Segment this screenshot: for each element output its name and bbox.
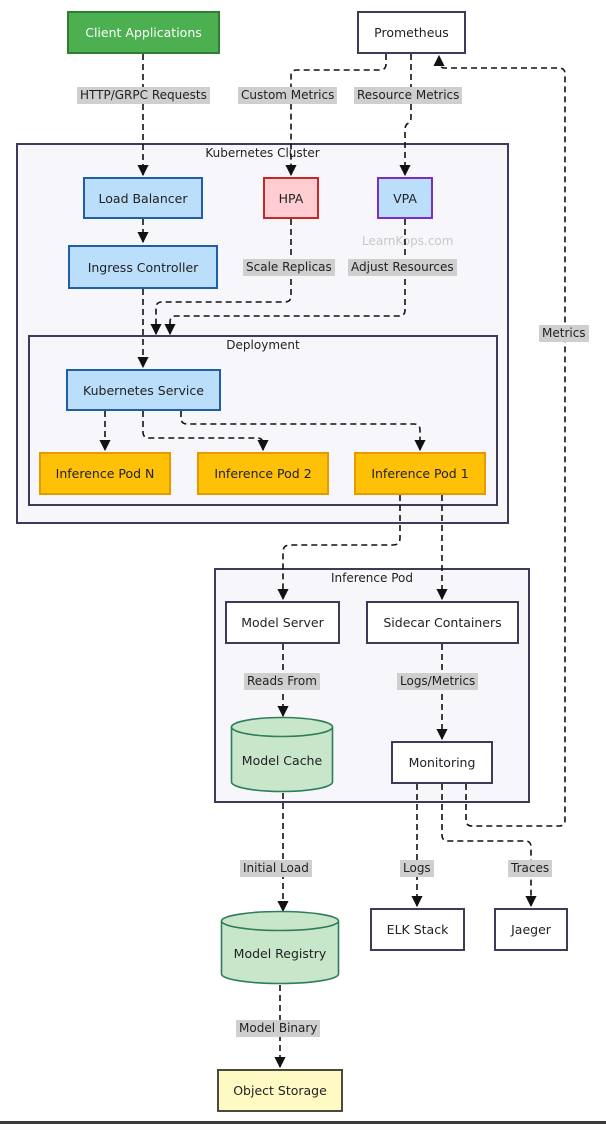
edge-label-logs-metrics: Logs/Metrics [397,673,479,690]
edge-service-to-pod-1 [180,411,426,452]
inference-pod-cluster-title: Inference Pod [331,571,413,585]
load-balancer-node[interactable]: Load Balancer [83,177,203,219]
edge-prometheus-to-vpa [399,54,412,177]
inference-pod-2-node[interactable]: Inference Pod 2 [197,452,329,495]
model-registry-cylinder-icon [220,910,340,985]
edge-label-logs: Logs [400,860,434,877]
ingress-controller-label: Ingress Controller [87,259,199,275]
edge-pod1-to-model-server [277,495,401,601]
edge-monitoring-to-jaeger [441,784,537,908]
prometheus-label: Prometheus [374,25,449,40]
model-registry-label: Model Registry [233,946,327,961]
load-balancer-label: Load Balancer [98,190,188,206]
inference-pod-n-node[interactable]: Inference Pod N [39,452,171,495]
object-storage-label: Object Storage [233,1083,327,1098]
kubernetes-service-node[interactable]: Kubernetes Service [66,369,221,411]
vpa-node[interactable]: VPA [377,177,433,219]
vpa-label: VPA [393,190,417,206]
object-storage-node[interactable]: Object Storage [217,1069,343,1112]
monitoring-node[interactable]: Monitoring [391,741,493,784]
edge-label-http-grpc: HTTP/GRPC Requests [77,87,210,104]
edge-label-scale-replicas: Scale Replicas [243,259,335,276]
edge-label-resource-metrics: Resource Metrics [354,87,463,104]
edge-label-initial-load: Initial Load [240,860,312,877]
kubernetes-service-label: Kubernetes Service [83,382,204,398]
edge-monitoring-to-prometheus [433,54,566,827]
inference-pod-2-label: Inference Pod 2 [214,466,312,481]
model-cache-node[interactable]: Model Cache [230,716,334,794]
inference-pod-n-label: Inference Pod N [55,466,155,481]
sidecar-containers-label: Sidecar Containers [383,615,502,630]
edge-label-metrics: Metrics [539,325,589,342]
jaeger-node[interactable]: Jaeger [494,908,568,951]
model-registry-node[interactable]: Model Registry [220,910,340,986]
edge-label-adjust-resources: Adjust Resources [348,259,457,276]
edge-label-traces: Traces [508,860,553,877]
elk-stack-label: ELK Stack [386,922,449,937]
watermark: LearnKops.com [362,234,454,248]
client-applications-node[interactable]: Client Applications [67,11,220,54]
sidecar-containers-node[interactable]: Sidecar Containers [366,601,519,644]
inference-pod-1-node[interactable]: Inference Pod 1 [354,452,486,495]
hpa-node[interactable]: HPA [263,177,319,219]
prometheus-node[interactable]: Prometheus [357,11,466,54]
edge-label-reads-from: Reads From [244,673,320,690]
edge-service-to-pod-2 [142,411,269,452]
deployment-cluster-title: Deployment [226,338,300,352]
model-cache-cylinder-icon [230,716,334,793]
edge-label-custom-metrics: Custom Metrics [238,87,338,104]
edge-vpa-to-deployment [164,219,406,336]
model-server-node[interactable]: Model Server [225,601,340,644]
bottom-border [0,1121,606,1124]
monitoring-label: Monitoring [408,755,476,770]
model-server-label: Model Server [241,615,324,630]
client-applications-label: Client Applications [85,25,202,40]
hpa-label: HPA [278,190,304,206]
model-cache-label: Model Cache [241,753,323,768]
edge-label-model-binary: Model Binary [236,1020,321,1037]
ingress-controller-node[interactable]: Ingress Controller [68,245,218,289]
elk-stack-node[interactable]: ELK Stack [370,908,465,951]
jaeger-label: Jaeger [511,922,551,937]
edge-prometheus-to-hpa [285,54,387,177]
inference-pod-1-label: Inference Pod 1 [371,466,469,481]
